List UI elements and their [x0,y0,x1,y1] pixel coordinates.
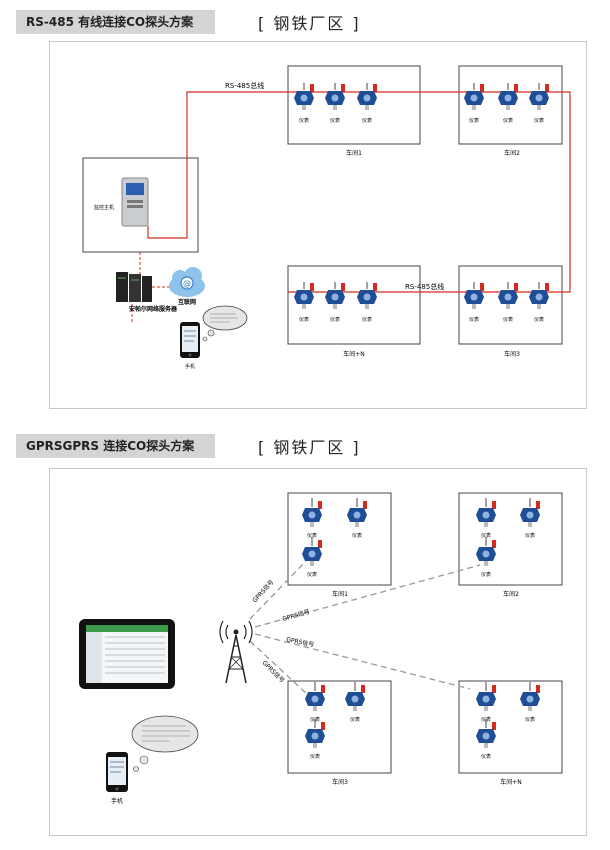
sensor-label: 仪表 [469,117,479,124]
section1-header: RS-485 有线连接CO探头方案 [16,10,215,34]
bus-label-bottom: RS-485总线 [405,282,444,291]
sensor-label: 仪表 [534,316,544,323]
sensor-label: 仪表 [307,532,317,539]
workshop-label-2: 车间2 [504,149,520,157]
workshop-box-1 [287,492,392,586]
gprs-link-2 [254,564,481,628]
sensor-label: 仪表 [469,316,479,323]
phone-icon [179,321,201,359]
sensor-label: 仪表 [525,532,535,539]
sensor-label: 仪表 [525,716,535,723]
workshop-label-3: 车间3 [504,350,520,358]
sensor-label: 仪表 [330,316,340,323]
svg-text:@: @ [183,279,191,288]
sensor-label: 仪表 [310,753,320,760]
phone-icon [105,751,129,793]
sensor-label: 仪表 [481,532,491,539]
sensor-label: 仪表 [307,571,317,578]
section2-title: [ 钢铁厂区 ] [258,438,361,457]
workshop-label-n: 车间+N [343,350,365,358]
gprs-label-1: GPRS信号 [251,578,276,604]
sensor-label: 仪表 [362,316,372,323]
workshop-box-3 [287,680,392,774]
section1-panel: 仪表 仪表 仪表 仪表 仪表 仪表 仪表 仪表 仪表 仪表 仪表 仪表 RS-4… [49,41,587,409]
section1-title: [ 钢铁厂区 ] [258,14,361,33]
host-label: 监控主机 [94,204,114,211]
rs485-bus-line [147,91,571,293]
workshop-label-2: 车间2 [503,590,519,598]
sensor-label: 仪表 [534,117,544,124]
sensor-label: 仪表 [481,753,491,760]
sensor-label: 仪表 [362,117,372,124]
sensor-label: 仪表 [299,117,309,124]
cloud-icon: @ [169,267,205,297]
section2-panel: GPRS信号 GPRS信号 GPRS信号 GPRS信号 [49,468,587,836]
internet-label: 互联网 [178,298,196,306]
gprs-link-1 [249,558,309,620]
server-icon [116,272,152,302]
workshop-box-3 [458,265,563,345]
workshop-box-n [287,265,421,345]
sensor-label: 仪表 [481,716,491,723]
signal-tower-icon [219,620,253,684]
workshop-label-n: 车间+N [500,778,522,786]
sensor-label: 仪表 [503,316,513,323]
gprs-link-n [254,633,471,690]
rs485-diagram: 仪表 仪表 仪表 仪表 仪表 仪表 仪表 仪表 仪表 仪表 仪表 仪表 RS-4… [82,65,571,370]
message-bubble [131,715,199,772]
gprs-label-n: GPRS信号 [286,635,315,649]
sensor-label: 仪表 [310,716,320,723]
section2-header: GPRSGPRS 连接CO探头方案 [16,434,215,458]
sensor-label: 仪表 [352,532,362,539]
workshop-label-1: 车间1 [346,149,362,157]
sensor-label: 仪表 [503,117,513,124]
phone-label: 手机 [111,797,123,805]
workshop-label-3: 车间3 [332,778,348,786]
bus-label-top: RS-485总线 [225,81,264,90]
workshop-box-n [458,680,563,774]
sensor-label: 仪表 [350,716,360,723]
gprs-link-3 [249,640,309,696]
sensor-label: 仪表 [330,117,340,124]
sensor-label: 仪表 [481,571,491,578]
gprs-label-2: GPRS信号 [281,607,310,622]
tablet-icon [79,619,175,689]
sensor-label: 仪表 [299,316,309,323]
message-bubble [202,305,248,342]
server-label: 安帕尔网络服务器 [129,305,178,313]
gprs-diagram: GPRS信号 GPRS信号 GPRS信号 GPRS信号 [79,492,563,805]
workshop-box-2 [458,492,563,586]
phone-label: 手机 [185,363,195,370]
workshop-label-1: 车间1 [332,590,348,598]
